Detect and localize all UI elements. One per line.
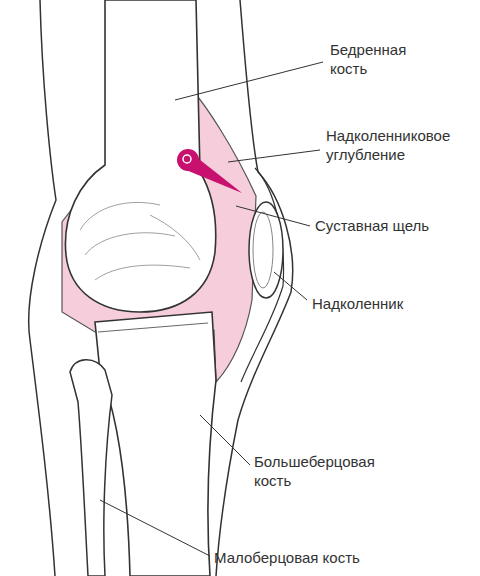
leader-line	[228, 150, 320, 162]
leader-line	[100, 500, 210, 556]
patella	[249, 202, 283, 298]
tibia	[95, 312, 216, 576]
part-label: Надколенник	[312, 294, 462, 313]
part-label: Большеберцовая кость	[254, 452, 389, 490]
needle-marker	[177, 149, 199, 171]
patella-inner	[253, 212, 273, 288]
condyle-shading	[80, 202, 200, 280]
part-label: Малоберцовая кость	[214, 548, 414, 567]
femur	[65, 0, 215, 312]
fibula	[70, 360, 112, 576]
leader-line	[200, 415, 250, 465]
leader-line	[175, 62, 323, 100]
leader-line	[274, 272, 307, 300]
tibia-plateau	[98, 323, 208, 332]
needle-marker-dot	[183, 155, 191, 163]
skin-outline	[29, 0, 56, 576]
part-label: Надколенниковое углубление	[326, 126, 466, 164]
leader-line	[236, 206, 310, 226]
part-label: Суставная щель	[315, 216, 465, 235]
part-label: Бедренная кость	[330, 40, 430, 78]
